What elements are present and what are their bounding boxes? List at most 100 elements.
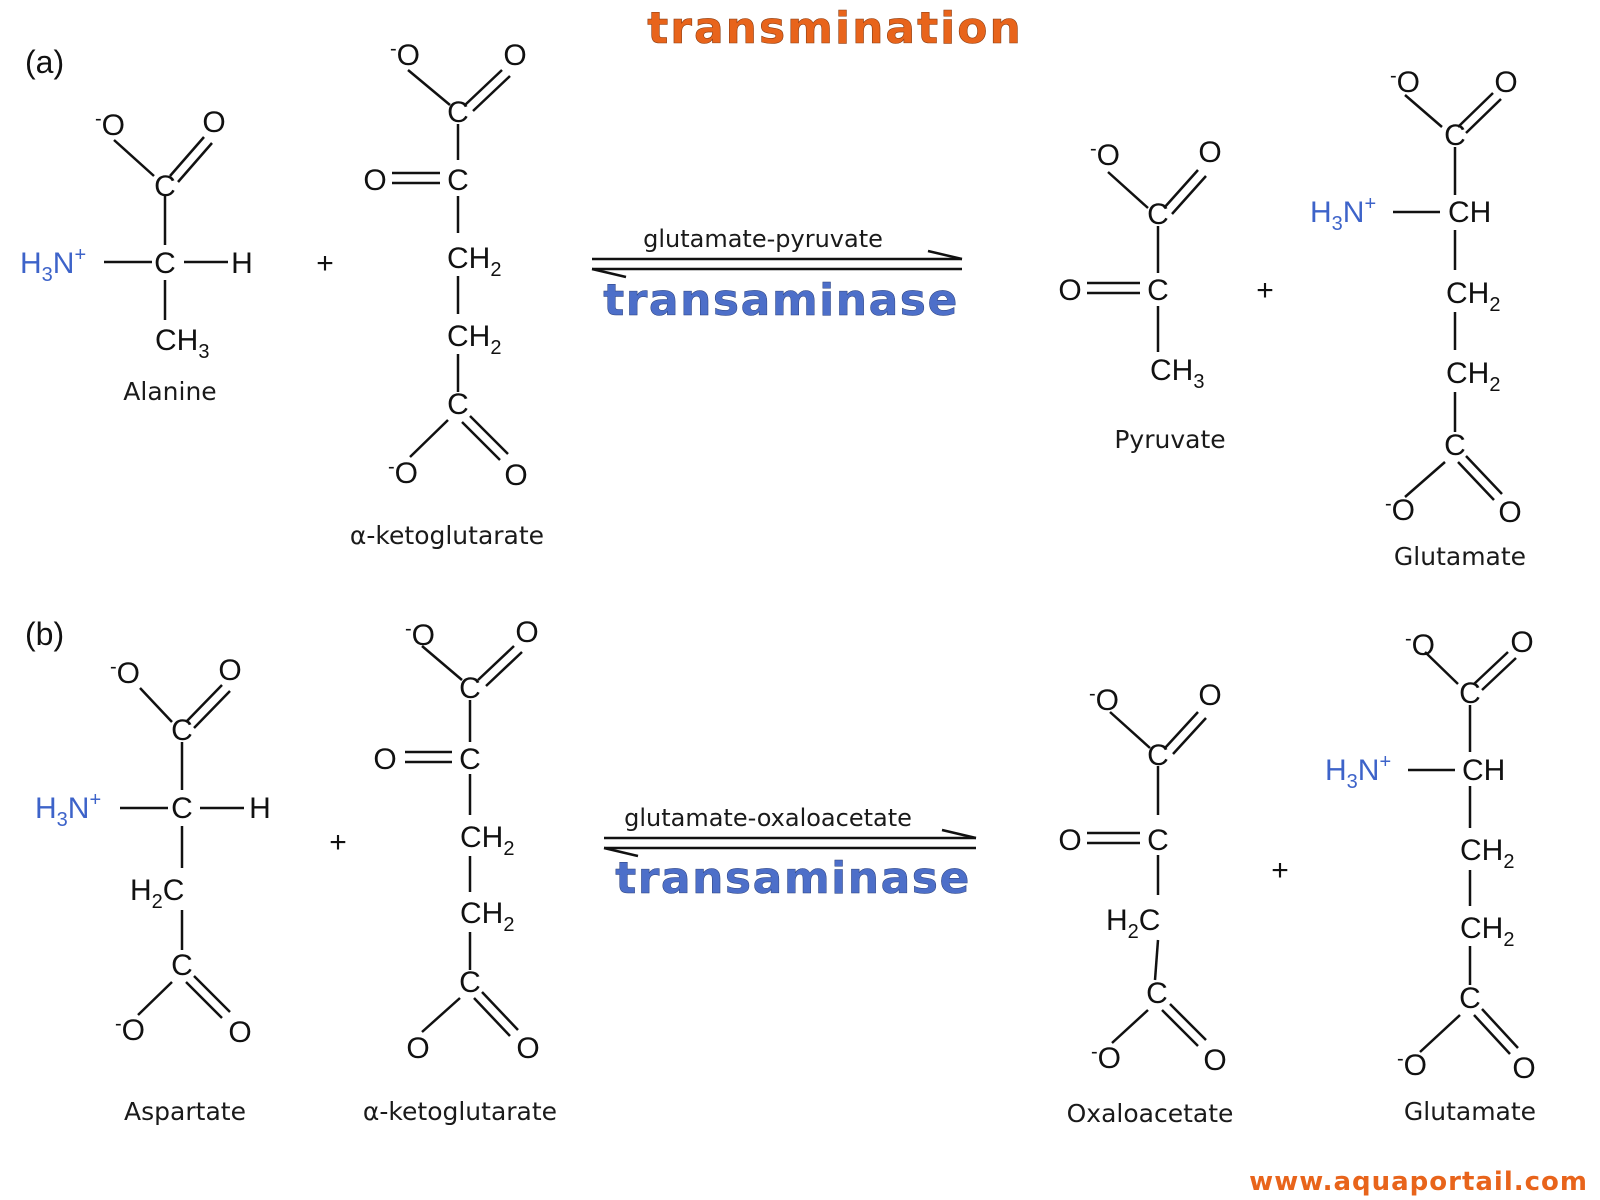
akg-b-ch2-2: CH2 bbox=[460, 897, 514, 936]
akg-b-o-minus-top: -O bbox=[405, 618, 435, 652]
alanine-c-alpha: C bbox=[154, 247, 176, 280]
glutamate-a-ch2-1: CH2 bbox=[1446, 277, 1500, 316]
label-oxaloacetate: Oxaloacetate bbox=[1067, 1099, 1234, 1128]
pyruvate-methyl: CH3 bbox=[1150, 354, 1204, 393]
glutamate-b-ch2-2: CH2 bbox=[1460, 912, 1514, 951]
aspartate-o-top: O bbox=[218, 654, 241, 687]
glutamate-b-o-bottom: O bbox=[1512, 1052, 1535, 1085]
akg-b-o-top: O bbox=[515, 616, 538, 649]
glutamate-b-o-minus-top: -O bbox=[1405, 628, 1435, 662]
akg-b-o-bottom-left: O bbox=[406, 1032, 429, 1065]
label-glutamate-a: Glutamate bbox=[1394, 542, 1526, 571]
aspartate-o-minus-top: -O bbox=[110, 656, 140, 690]
structure-alpha-ketoglutarate-a: C C C O -O O -O O CH2 CH2 bbox=[363, 38, 527, 492]
structure-oxaloacetate: C C C O -O O -O O H2C bbox=[1058, 679, 1226, 1077]
glutamate-b-o-minus-bottom: -O bbox=[1397, 1048, 1427, 1082]
aspartate-o-bottom: O bbox=[228, 1016, 251, 1049]
panel-label-b: (b) bbox=[25, 616, 64, 652]
equilibrium-arrow-a bbox=[591, 249, 963, 279]
glutamate-a-ch: CH bbox=[1448, 196, 1491, 229]
oxaloacetate-h2c: H2C bbox=[1106, 904, 1160, 943]
glutamate-b-c5: C bbox=[1459, 982, 1481, 1015]
alanine-amino-group: H3N+ bbox=[20, 244, 86, 286]
structure-glutamate-a: C CH C -O O -O O H3N+ CH2 CH2 bbox=[1310, 65, 1522, 529]
aspartate-h2c: H2C bbox=[130, 874, 184, 913]
glutamate-b-ch2-1: CH2 bbox=[1460, 834, 1514, 873]
akg-b-c1: C bbox=[459, 672, 481, 705]
enzyme-name-b: glutamate-oxaloacetate bbox=[624, 804, 912, 832]
website-watermark: www.aquaportail.com bbox=[1249, 1167, 1588, 1197]
glutamate-a-o-minus-bottom: -O bbox=[1385, 493, 1415, 527]
glutamate-b-o-top: O bbox=[1510, 626, 1533, 659]
alanine-carboxylate-o-minus: -O bbox=[95, 108, 125, 142]
plus-sign-products-b: + bbox=[1271, 854, 1289, 887]
diagram-title: transmination bbox=[647, 3, 1023, 54]
label-glutamate-b: Glutamate bbox=[1404, 1097, 1536, 1126]
akg-a-c5: C bbox=[447, 388, 469, 421]
alanine-alpha-carbon: C bbox=[154, 170, 176, 203]
glutamate-a-o-minus-top: -O bbox=[1390, 65, 1420, 99]
glutamate-a-amino-group: H3N+ bbox=[1310, 193, 1376, 235]
aspartate-amino-group: H3N+ bbox=[35, 789, 101, 831]
oxaloacetate-keto-o: O bbox=[1058, 824, 1081, 857]
label-alpha-ketoglutarate-a: α-ketoglutarate bbox=[350, 521, 544, 550]
akg-a-c1: C bbox=[447, 96, 469, 129]
akg-b-ch2-1: CH2 bbox=[460, 821, 514, 860]
label-alpha-ketoglutarate-b: α-ketoglutarate bbox=[363, 1097, 557, 1126]
akg-a-o-top: O bbox=[503, 39, 526, 72]
pyruvate-o-minus: -O bbox=[1090, 138, 1120, 172]
structure-alanine: C C H -O O H3N+ CH3 bbox=[20, 106, 253, 363]
glutamate-a-o-bottom: O bbox=[1498, 496, 1521, 529]
alanine-hydrogen: H bbox=[231, 247, 253, 280]
akg-b-o-bottom-right: O bbox=[516, 1032, 539, 1065]
structure-aspartate: C C H C -O O -O O H3N+ H2C bbox=[35, 654, 271, 1049]
alanine-carbonyl-o: O bbox=[202, 106, 225, 139]
label-aspartate: Aspartate bbox=[124, 1097, 246, 1126]
akg-a-o-bottom: O bbox=[504, 459, 527, 492]
label-alanine: Alanine bbox=[123, 377, 216, 406]
akg-a-o-minus-top: -O bbox=[390, 38, 420, 72]
enzyme-class-b: transaminase bbox=[615, 853, 971, 904]
oxaloacetate-c4: C bbox=[1146, 977, 1168, 1010]
glutamate-a-c1: C bbox=[1444, 119, 1466, 152]
aspartate-c4: C bbox=[171, 949, 193, 982]
oxaloacetate-o-top: O bbox=[1198, 679, 1221, 712]
akg-b-c5: C bbox=[459, 966, 481, 999]
plus-sign-reactants-b: + bbox=[329, 826, 347, 859]
glutamate-b-c1: C bbox=[1459, 677, 1481, 710]
oxaloacetate-c1: C bbox=[1147, 739, 1169, 772]
oxaloacetate-c2: C bbox=[1147, 824, 1169, 857]
akg-a-ch2-1: CH2 bbox=[447, 242, 501, 281]
panel-label-a: (a) bbox=[25, 44, 64, 80]
structure-glutamate-b: C CH C -O O -O O H3N+ CH2 CH2 bbox=[1325, 626, 1536, 1085]
oxaloacetate-o-minus-bottom: -O bbox=[1091, 1041, 1121, 1075]
aspartate-hydrogen: H bbox=[249, 792, 271, 825]
glutamate-a-o-top: O bbox=[1494, 66, 1517, 99]
pyruvate-c2: C bbox=[1147, 274, 1169, 307]
aspartate-c-alpha: C bbox=[171, 792, 193, 825]
akg-a-keto-o: O bbox=[363, 164, 386, 197]
structure-alpha-ketoglutarate-b: C C C O -O O O O CH2 CH2 bbox=[373, 616, 539, 1065]
glutamate-a-c5: C bbox=[1444, 429, 1466, 462]
aspartate-o-minus-bottom: -O bbox=[115, 1013, 145, 1047]
glutamate-b-ch: CH bbox=[1462, 754, 1505, 787]
alanine-methyl-group: CH3 bbox=[155, 324, 209, 363]
label-pyruvate: Pyruvate bbox=[1114, 425, 1225, 454]
akg-a-o-minus-bottom: -O bbox=[388, 456, 418, 490]
equilibrium-arrow-b bbox=[603, 828, 977, 858]
enzyme-class-a: transaminase bbox=[603, 275, 959, 326]
akg-a-c2: C bbox=[447, 164, 469, 197]
akg-a-ch2-2: CH2 bbox=[447, 320, 501, 359]
oxaloacetate-o-minus-top: -O bbox=[1089, 683, 1119, 717]
glutamate-b-amino-group: H3N+ bbox=[1325, 751, 1391, 793]
glutamate-a-ch2-2: CH2 bbox=[1446, 357, 1500, 396]
pyruvate-c1: C bbox=[1147, 198, 1169, 231]
plus-sign-products-a: + bbox=[1256, 274, 1274, 307]
akg-b-keto-o: O bbox=[373, 743, 396, 776]
enzyme-name-a: glutamate-pyruvate bbox=[643, 225, 883, 253]
pyruvate-o: O bbox=[1198, 136, 1221, 169]
akg-b-c2: C bbox=[459, 743, 481, 776]
pyruvate-keto-o: O bbox=[1058, 274, 1081, 307]
aspartate-c1: C bbox=[171, 714, 193, 747]
